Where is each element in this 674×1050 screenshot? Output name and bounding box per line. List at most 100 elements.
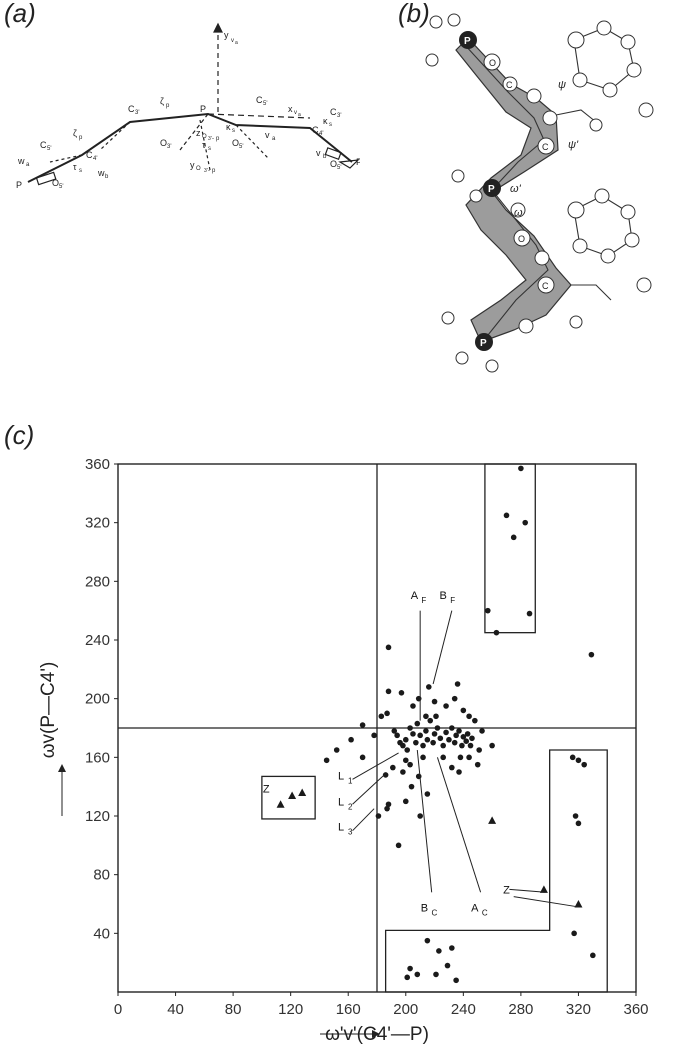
data-point — [402, 736, 409, 743]
region-box — [484, 463, 536, 634]
data-point — [413, 739, 419, 746]
panel-b-label-4: C — [542, 142, 549, 152]
panel-a-label-18: 4' — [93, 156, 97, 162]
triangle-point — [276, 800, 285, 808]
annotation-subscript: C — [431, 908, 437, 917]
annotation-leader — [352, 774, 385, 805]
data-point — [384, 805, 390, 812]
data-point — [378, 713, 385, 720]
annotation-leader — [416, 749, 433, 893]
data-point — [385, 688, 392, 695]
panel-a-label-43: s — [329, 122, 332, 128]
panel-a-label-28: O — [202, 134, 207, 140]
y-tick-label: 40 — [93, 925, 110, 942]
data-point — [394, 732, 400, 739]
panel-b-label-11: P — [480, 338, 487, 349]
panel-a-label-26: 3' — [167, 144, 171, 150]
data-point — [410, 703, 416, 709]
data-point — [382, 772, 389, 778]
data-point — [443, 703, 449, 709]
data-point — [415, 695, 422, 702]
panel-a-label-42: κ — [323, 116, 328, 126]
panel-a-label-3: ζ — [160, 96, 164, 106]
data-point — [472, 717, 478, 724]
data-point — [400, 769, 406, 775]
annotation-label: B — [440, 590, 447, 602]
data-point — [414, 720, 421, 727]
annotation-leader — [352, 808, 375, 832]
annotation-leader — [513, 896, 579, 908]
data-point — [518, 465, 524, 472]
data-point — [449, 725, 455, 731]
y-tick-label: 160 — [85, 749, 110, 766]
panel-b-label-7: ω' — [510, 183, 522, 195]
data-point — [426, 684, 432, 690]
panel-a-label-23: w — [97, 168, 105, 178]
data-point — [449, 945, 455, 951]
annotation-subscript: 2 — [348, 803, 353, 812]
panel-b-label-10: C — [542, 281, 549, 291]
x-tick-label: 200 — [393, 1001, 418, 1018]
data-point — [420, 754, 426, 761]
panel-a-label-48: O — [330, 159, 337, 169]
annotation-leader — [352, 752, 399, 780]
panel-a-label-35: s — [208, 146, 211, 152]
data-point — [415, 773, 422, 780]
panel-a-label-55: O — [196, 166, 201, 172]
data-point — [390, 764, 396, 771]
annotation-subscript: F — [421, 596, 426, 605]
panel-b-label-2: O — [489, 58, 496, 68]
panel-a-label-30: - — [212, 136, 214, 142]
annotation-label: L — [338, 770, 344, 782]
panel-a-label-2: a — [235, 40, 238, 46]
panel-a-label-15: C — [40, 140, 47, 150]
panel-a: (a) y v a ζ p C 3' C 5' x v — [0, 0, 360, 200]
panel-a-label-46: v — [316, 148, 321, 158]
data-point — [575, 820, 582, 827]
panel-a-label-37: a — [272, 136, 276, 142]
panel-a-label-24: b — [105, 174, 109, 180]
x-axis-arrowhead — [372, 1030, 380, 1038]
data-point — [493, 629, 500, 636]
data-point — [402, 798, 409, 805]
x-tick-label: 120 — [278, 1001, 303, 1018]
data-point — [460, 734, 467, 740]
panel-a-label-49: 5' — [337, 165, 341, 171]
panel-a-label-39: 5' — [239, 144, 243, 150]
data-point — [414, 971, 421, 978]
x-tick-label: 80 — [225, 1001, 242, 1018]
panel-a-label-50: P — [356, 157, 360, 167]
data-point — [434, 725, 441, 731]
data-point — [503, 512, 510, 519]
data-point — [395, 842, 402, 849]
data-point — [398, 690, 405, 696]
data-point — [522, 519, 529, 526]
panel-a-label-27: z — [196, 128, 201, 138]
panel-a-label-9: x — [288, 104, 293, 114]
y-tick-label: 320 — [85, 515, 110, 532]
panel-a-label-7: C — [256, 95, 263, 105]
panel-a-label-17: C — [86, 150, 93, 160]
panel-a-label-57: - — [208, 168, 210, 174]
data-point — [427, 717, 434, 724]
panel-a-label-20: p — [79, 135, 83, 141]
data-point — [348, 736, 354, 743]
panel-b-label-0: P — [464, 36, 471, 47]
annotation-label: L — [338, 822, 344, 834]
x-tick-label: 240 — [451, 1001, 476, 1018]
panel-a-label-56: 3' — [204, 168, 208, 174]
data-point — [424, 736, 431, 743]
data-point — [385, 644, 392, 651]
data-point — [456, 728, 462, 734]
panel-a-label-13: w — [17, 156, 25, 166]
panel-a-label-12: P — [200, 104, 206, 114]
data-point — [391, 728, 398, 734]
x-tick-label: 320 — [566, 1001, 591, 1018]
panel-a-label-53: 5' — [59, 184, 63, 190]
annotation-label: Z — [503, 885, 510, 897]
data-point — [588, 651, 595, 658]
triangle-point — [288, 791, 297, 799]
panel-a-label-19: ζ — [73, 128, 77, 138]
panel-a-label-10: v — [294, 110, 297, 116]
data-point — [479, 728, 485, 734]
